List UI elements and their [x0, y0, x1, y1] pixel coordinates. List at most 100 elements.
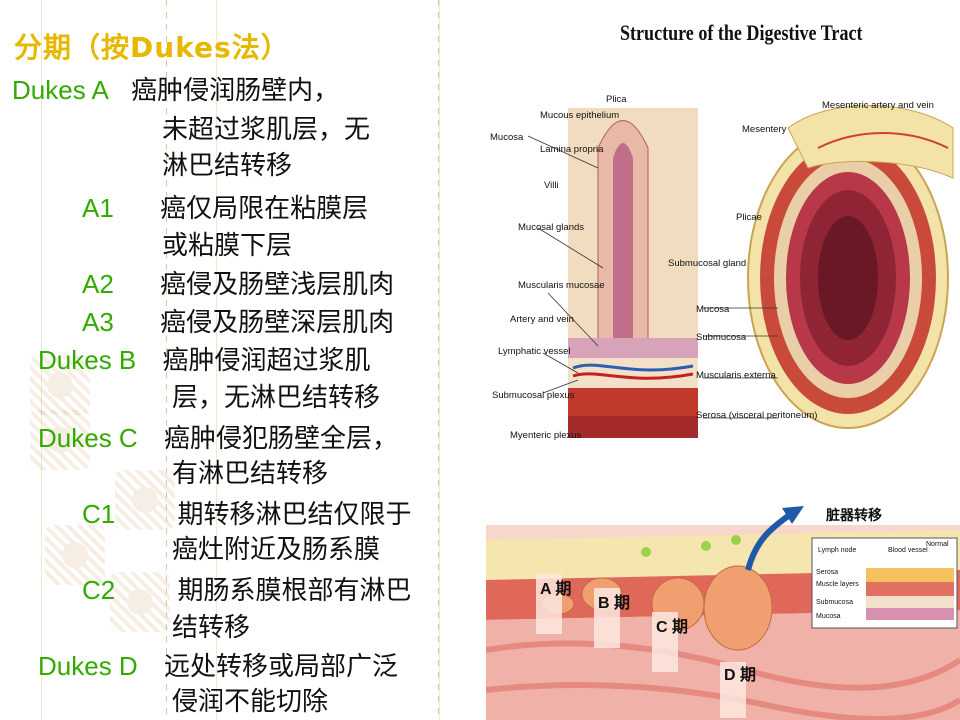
- label-stage-a: A 期: [540, 579, 571, 598]
- artery-line: [572, 372, 694, 380]
- stage-text: 癌灶附近及肠系膜: [172, 535, 381, 565]
- mesenteric-vessel: [817, 132, 949, 149]
- label-mucosal-glands: Mucosal glands: [518, 222, 584, 233]
- inset-label-mucosa: Mucosa: [816, 613, 841, 620]
- stage-a1: A1 癌仅局限在粘膜层: [82, 192, 368, 225]
- stage-c1: C1 期转移淋巴结仅限于: [82, 498, 412, 531]
- label-mesenteric-artery: Mesenteric artery and vein: [822, 100, 934, 111]
- stage-c2: C2 期肠系膜根部有淋巴: [82, 574, 412, 607]
- inset-label-lymph-node: Lymph node: [818, 547, 856, 554]
- label-serosa: Serosa (visceral peritoneum): [696, 410, 817, 421]
- stage-text: 或粘膜下层: [162, 231, 293, 261]
- lymph-node: [701, 541, 711, 551]
- inset-muscle-layer: [866, 582, 954, 596]
- longitudinal-muscle-band: [568, 416, 698, 438]
- decor-line: [166, 0, 167, 720]
- label-lymphatic-vessel: Lymphatic vessel: [498, 346, 571, 357]
- metastasis-arrowhead: [782, 506, 804, 524]
- stage-key: Dukes A: [12, 75, 109, 105]
- stage-key: Dukes B: [38, 345, 137, 375]
- label-mesentery: Mesentery: [742, 124, 787, 135]
- label-mucosa: Mucosa: [490, 132, 524, 143]
- label-muscularis-mucosae: Muscularis mucosae: [518, 280, 605, 291]
- stage-dukes-b: Dukes B 癌肿侵润超过浆肌: [38, 344, 371, 377]
- seal-watermark: [45, 525, 105, 585]
- dukes-stage-bowel-figure: 脏器转移 Normal Lymph node Blood vessel Sero…: [486, 506, 960, 720]
- seal-watermark: [110, 572, 170, 632]
- seal-watermark: [30, 355, 90, 415]
- inset-serosa-layer: [866, 568, 954, 582]
- stage-text: 癌肿侵润肠壁内，: [131, 76, 340, 106]
- label-bg: [652, 612, 678, 672]
- stage-text: 未超过浆肌层，无: [162, 115, 371, 145]
- inset-submucosa-layer: [866, 596, 954, 608]
- label-mucous-epithelium: Mucous epithelium: [540, 110, 619, 121]
- seal-watermark: [115, 470, 175, 530]
- stage-text: 侵润不能切除: [172, 687, 329, 717]
- mucosal-fold: [486, 682, 960, 720]
- stage-text: 期转移淋巴结仅限于: [177, 500, 412, 530]
- label-submucosal-plexus: Submucosal plexus: [492, 390, 575, 401]
- stage-text: 癌仅局限在粘膜层: [160, 194, 369, 224]
- stage-key: A2: [82, 269, 114, 299]
- inset-labels: Normal Lymph node Blood vessel Serosa Mu…: [816, 541, 949, 620]
- inset-label-blood-vessel: Blood vessel: [888, 547, 928, 554]
- slide-title: 分期（按Dukes法）: [14, 31, 290, 64]
- inset-label-muscle-layers: Muscle layers: [816, 581, 859, 588]
- label-villi: Villi: [544, 180, 559, 191]
- circular-muscle-band: [568, 388, 698, 416]
- label-bg: [536, 574, 562, 634]
- stage-text: 癌侵及肠壁深层肌肉: [160, 308, 395, 338]
- label-plicae: Plicae: [736, 212, 762, 223]
- mesentery-shape: [787, 105, 954, 179]
- stage-a3: A3 癌侵及肠壁深层肌肉: [82, 306, 394, 339]
- label-stage-b: B 期: [598, 593, 630, 612]
- label-muscularis-externa: Muscularis externa: [696, 370, 776, 381]
- digestive-tract-structure-figure: Mucosa Mucous epithelium Lamina propria …: [490, 94, 954, 441]
- stage-key: C2: [82, 575, 116, 605]
- inset-label-submucosa: Submucosa: [816, 599, 853, 606]
- stage-key: Dukes C: [38, 423, 138, 453]
- lymph-node: [731, 535, 741, 545]
- figure1-labels: Mucosa Mucous epithelium Lamina propria …: [490, 94, 934, 441]
- label-myenteric-plexus: Myenteric plexus: [510, 430, 582, 441]
- stage-text: 癌侵及肠壁浅层肌肉: [160, 270, 395, 300]
- label-plica: Plica: [606, 94, 627, 105]
- figure-title: Structure of the Digestive Tract: [620, 20, 863, 45]
- inset-label-serosa: Serosa: [816, 569, 838, 576]
- decor-line: [438, 0, 439, 720]
- label-mucosa-right: Mucosa: [696, 304, 730, 315]
- stage-key: Dukes D: [38, 651, 138, 681]
- tumor-stage-d: [703, 565, 773, 651]
- label-stage-d: D 期: [724, 665, 756, 684]
- lumen-center: [818, 216, 878, 340]
- seal-watermark: [30, 410, 90, 470]
- label-submucosa: Submucosa: [696, 332, 747, 343]
- inset-mucosa-layer: [866, 608, 954, 620]
- stage-text: 淋巴结转移: [162, 151, 293, 181]
- vein-line: [572, 363, 694, 372]
- stage-dukes-a: Dukes A 癌肿侵润肠壁内，: [12, 74, 339, 107]
- label-organ-metastasis: 脏器转移: [826, 507, 882, 523]
- label-artery-vein: Artery and vein: [510, 314, 574, 325]
- stage-a2: A2 癌侵及肠壁浅层肌肉: [82, 268, 394, 301]
- label-lamina-propria: Lamina propria: [540, 144, 604, 155]
- leader-lines: [527, 135, 778, 419]
- stage-text: 远处转移或局部广泛: [163, 652, 398, 682]
- label-stage-c: C 期: [656, 617, 688, 636]
- stage-text: 癌肿侵犯肠壁全层，: [163, 424, 398, 454]
- stage-letter-labels: A 期 B 期 C 期 D 期: [536, 574, 756, 718]
- muscularis-mucosae-band: [568, 338, 698, 358]
- stage-text: 癌肿侵润超过浆肌: [162, 346, 371, 376]
- label-submucosal-gland: Submucosal gland: [668, 258, 746, 269]
- stage-text: 有淋巴结转移: [172, 459, 329, 489]
- inset-label-normal: Normal: [926, 541, 949, 548]
- stage-key: A1: [82, 193, 114, 223]
- metastasis-arrow: [745, 511, 793, 571]
- stage-text: 结转移: [172, 613, 251, 643]
- stage-key: A3: [82, 307, 114, 337]
- stage-text: 层，无淋巴结转移: [172, 383, 381, 413]
- label-bg: [720, 662, 746, 718]
- stage-dukes-c: Dukes C 癌肿侵犯肠壁全层，: [38, 422, 398, 455]
- label-bg: [594, 588, 620, 648]
